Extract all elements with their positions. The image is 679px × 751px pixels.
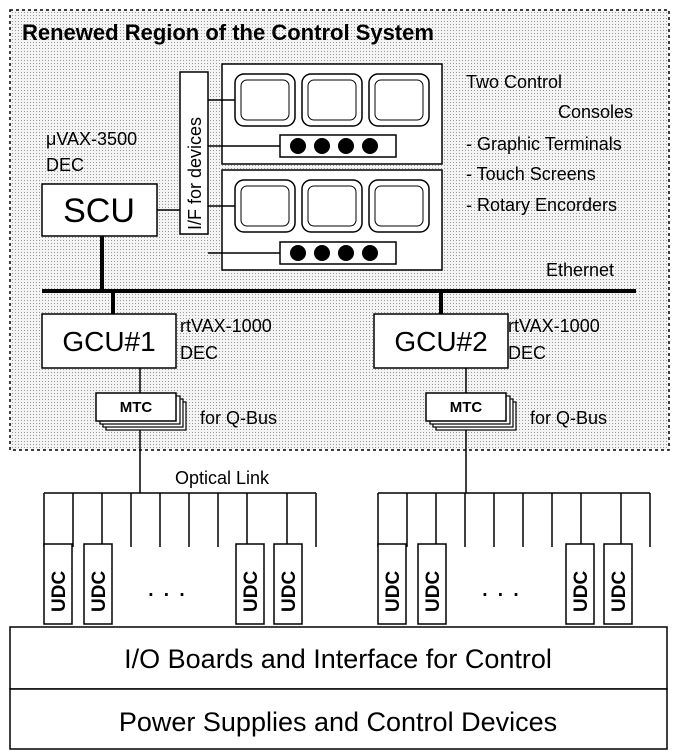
udc-group-1: UDC UDC . . . UDC UDC	[43, 543, 303, 625]
gcu-1-box	[41, 313, 177, 369]
console-feature-item: - Graphic Terminals	[466, 134, 622, 154]
udc-board	[565, 543, 595, 625]
mtc-2-bus: for Q-Bus	[530, 408, 607, 428]
ethernet-label: Ethernet	[546, 260, 614, 280]
scu-model: μVAX-3500	[46, 129, 137, 149]
interface-box	[179, 71, 209, 235]
udc-label: UDC	[49, 571, 70, 612]
udc-board	[83, 543, 113, 625]
udc-label: UDC	[609, 571, 630, 612]
mtc-2-label: MTC	[450, 399, 483, 416]
gcu-2-vendor: DEC	[508, 343, 546, 363]
scu-label: SCU	[63, 192, 135, 230]
udc-board	[603, 543, 633, 625]
graphic-terminal	[301, 179, 363, 233]
udc-board	[377, 543, 407, 625]
graphic-terminal	[234, 73, 296, 127]
scu-box	[41, 183, 158, 237]
power-supplies-box	[9, 688, 668, 750]
region-title: Renewed Region of the Control System	[22, 20, 434, 45]
udc-label: UDC	[279, 571, 300, 612]
consoles-heading: Two Control	[466, 72, 562, 92]
udc-board	[43, 543, 73, 625]
udc-label: UDC	[423, 571, 444, 612]
optical-distribution-1	[43, 492, 317, 547]
udc-label: UDC	[571, 571, 592, 612]
consoles-heading-2: Consoles	[558, 102, 633, 122]
udc-board	[273, 543, 303, 625]
interface-label: I/F for devices	[185, 117, 205, 230]
udc-group-2: UDC UDC . . . UDC UDC	[377, 543, 633, 625]
optical-link-label: Optical Link	[175, 468, 270, 488]
graphic-terminal	[368, 179, 430, 233]
udc-label: UDC	[383, 571, 404, 612]
mtc-1: MTC	[95, 392, 187, 431]
graphic-terminal	[301, 73, 363, 127]
mtc-2: MTC	[425, 392, 517, 431]
gcu-2-label: GCU#2	[394, 326, 487, 357]
console-feature-item: - Touch Screens	[466, 164, 596, 184]
mtc-1-label: MTC	[120, 399, 153, 416]
gcu-2-model: rtVAX-1000	[508, 316, 600, 336]
udc-ellipsis: . . .	[147, 571, 186, 602]
console-2	[221, 169, 443, 271]
udc-ellipsis: . . .	[481, 571, 520, 602]
udc-label: UDC	[89, 571, 110, 612]
gcu-1-model: rtVAX-1000	[180, 316, 272, 336]
power-supplies-label: Power Supplies and Control Devices	[119, 707, 557, 737]
mtc-1-bus: for Q-Bus	[200, 408, 277, 428]
optical-distribution-2	[377, 492, 651, 547]
udc-label: UDC	[241, 571, 262, 612]
gcu-2-box	[373, 313, 509, 369]
graphic-terminal	[234, 179, 296, 233]
scu-vendor: DEC	[46, 155, 84, 175]
udc-board	[235, 543, 265, 625]
gcu-1-label: GCU#1	[62, 326, 155, 357]
io-boards-label: I/O Boards and Interface for Control	[124, 644, 552, 674]
gcu-1-vendor: DEC	[180, 343, 218, 363]
udc-board	[417, 543, 447, 625]
io-boards-box	[9, 626, 668, 690]
console-1	[221, 63, 443, 165]
console-feature-item: - Rotary Encorders	[466, 195, 617, 215]
graphic-terminal	[368, 73, 430, 127]
